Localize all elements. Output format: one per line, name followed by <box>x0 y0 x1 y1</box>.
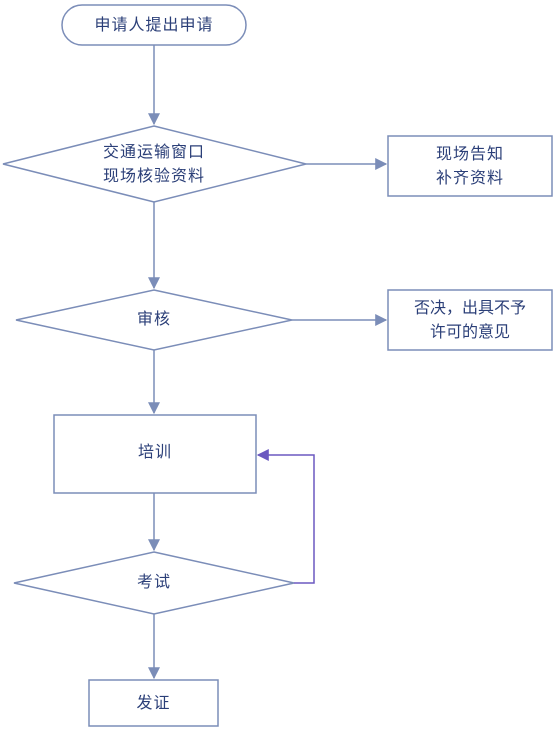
reject-label: 否决，出具不予 许可的意见 <box>388 296 552 344</box>
verify-line-1: 交通运输窗口 <box>102 142 205 161</box>
start-text: 申请人提出申请 <box>94 15 214 34</box>
reject-box <box>387 289 553 351</box>
certificate-text: 发证 <box>136 693 171 712</box>
notify-line-2: 补齐资料 <box>435 168 504 187</box>
training-label: 培训 <box>54 440 256 464</box>
verify-label: 交通运输窗口 现场核验资料 <box>54 140 254 188</box>
training-text: 培训 <box>137 442 172 461</box>
reject-line-1: 否决，出具不予 <box>413 298 526 317</box>
notify-line-1: 现场告知 <box>435 144 504 163</box>
arrow-exam-back-to-training <box>256 449 315 584</box>
verify-line-2: 现场核验资料 <box>102 166 205 185</box>
review-label: 审核 <box>94 307 214 331</box>
exam-text: 考试 <box>136 572 171 591</box>
notify-box <box>387 135 553 197</box>
reject-line-2: 许可的意见 <box>429 322 510 341</box>
training-box <box>53 414 257 494</box>
exam-label: 考试 <box>94 570 214 594</box>
certificate-label: 发证 <box>89 691 218 715</box>
start-label: 申请人提出申请 <box>62 13 246 37</box>
certificate-box <box>88 679 219 727</box>
notify-label: 现场告知 补齐资料 <box>388 142 552 190</box>
review-text: 审核 <box>136 309 171 328</box>
